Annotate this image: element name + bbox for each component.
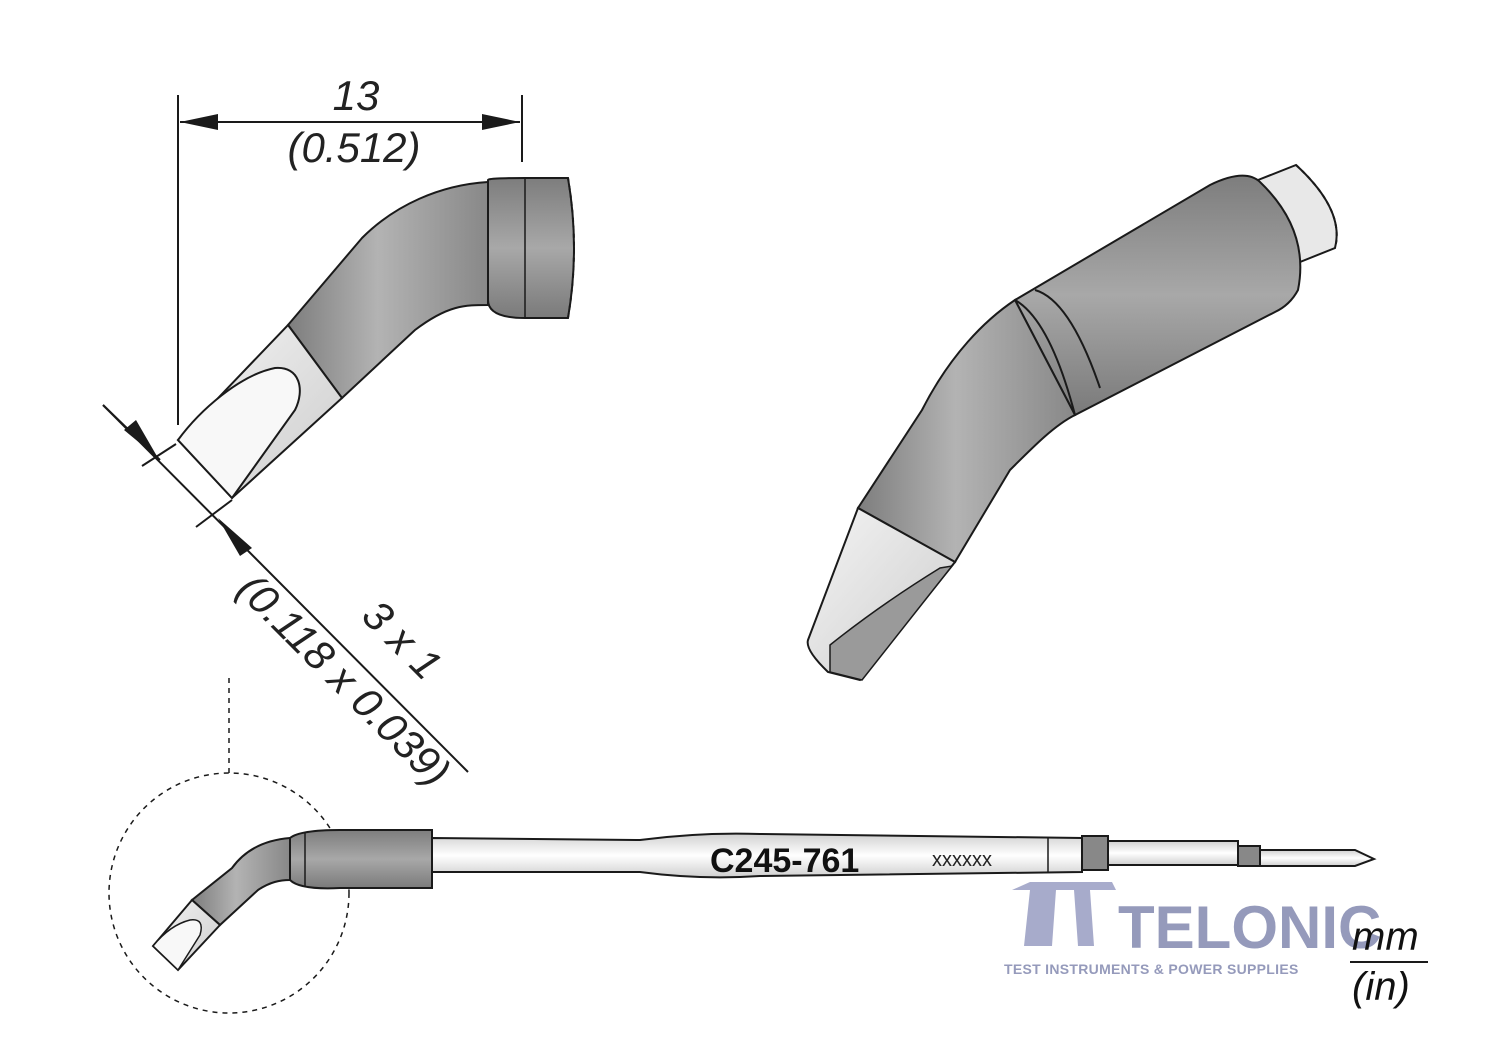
- shaft-body: [431, 832, 1083, 879]
- telonic-watermark: TELONIC TEST INSTRUMENTS & POWER SUPPLIE…: [1004, 882, 1381, 977]
- tip-sleeve: [289, 829, 433, 890]
- tip-perspective-view: [806, 163, 1338, 682]
- shaft-small-ring: [1237, 845, 1261, 867]
- chisel-face: [176, 366, 301, 500]
- length-mm-label: 13: [333, 72, 380, 119]
- tip-marking: xxxxxx: [932, 849, 992, 871]
- shaft-ring: [1081, 835, 1109, 871]
- sleeve-barrel: [1013, 174, 1302, 417]
- arrow-right-icon: [482, 114, 520, 130]
- arrow-left-icon: [180, 114, 218, 130]
- blade-dimension-line: [102, 404, 469, 773]
- curved-neck: [286, 180, 489, 400]
- connector-pin: [1259, 849, 1377, 867]
- unit-secondary: (in): [1352, 965, 1410, 1009]
- perspective-chisel-face: [829, 564, 954, 681]
- length-in-label: (0.512): [287, 124, 420, 171]
- perspective-neck: [856, 298, 1077, 564]
- arrow-blade-top-icon: [124, 420, 158, 458]
- part-number: C245-761: [710, 842, 859, 880]
- arrow-blade-bottom-icon: [218, 518, 252, 556]
- unit-primary: mm: [1352, 915, 1419, 959]
- tip-side-view: 13 (0.512) 3 x 1 (0.118 x 0.039): [102, 72, 575, 795]
- tip-full-view: C245-761 xxxxxx: [108, 678, 1377, 1014]
- shaft-thin-section: [1107, 840, 1239, 866]
- units-legend: mm (in): [1350, 915, 1428, 1009]
- detail-circle: [108, 772, 350, 1014]
- brand-name: TELONIC: [1118, 894, 1381, 961]
- brand-tagline: TEST INSTRUMENTS & POWER SUPPLIES: [1004, 961, 1299, 977]
- sleeve-collar: [487, 177, 575, 319]
- telonic-logo-icon: [1012, 882, 1116, 946]
